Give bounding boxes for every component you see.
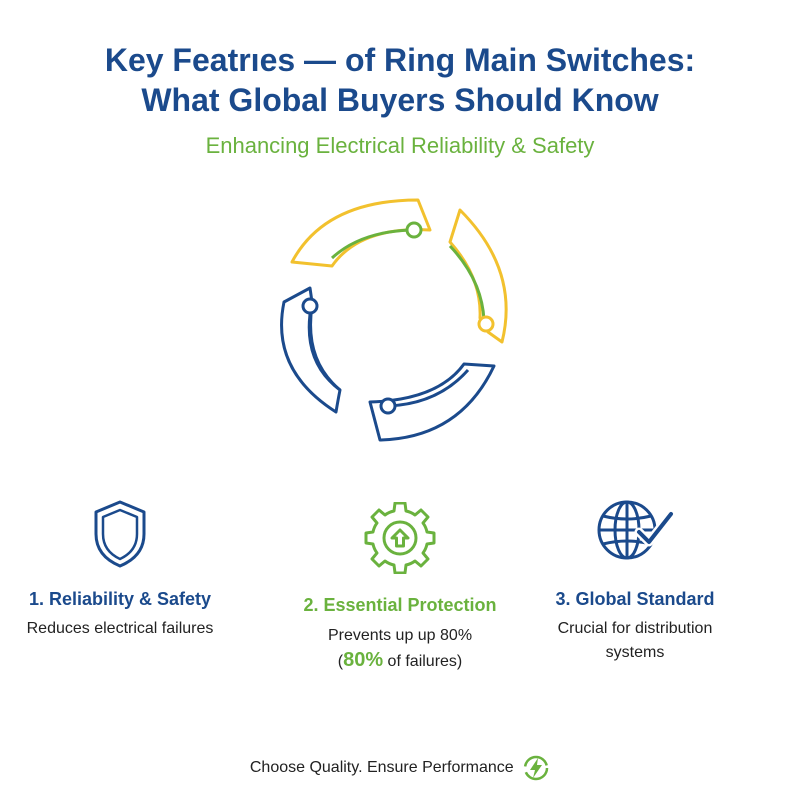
feature-reliability-safety: 1. Reliability & Safety Reduces electric… xyxy=(20,498,220,641)
cycle-arrow-bottom xyxy=(368,362,496,442)
cycle-arrow-left xyxy=(280,286,342,414)
feature-title: 2. Essential Protection xyxy=(303,595,497,615)
title-line-1: Key Featrıes — of Ring Main Switches: xyxy=(104,42,696,78)
feature-essential-protection: 2. Essential Protection Prevents up up 8… xyxy=(275,502,525,674)
footer-tagline: Choose Quality. Ensure Performance xyxy=(0,754,800,782)
feature-title: 3. Global Standard xyxy=(555,589,715,609)
cycle-arrows-graphic xyxy=(280,198,508,442)
feature-description-line1: Prevents up up 80% xyxy=(327,627,473,644)
footer-text: Choose Quality. Ensure Performance xyxy=(249,759,514,777)
cycle-arrow-right xyxy=(448,208,508,344)
shield-icon xyxy=(94,500,146,568)
feature-description: Crucial for distribution systems xyxy=(535,617,735,665)
feature-highlight-value: 80% xyxy=(343,649,384,671)
title-line-2: What Global Buyers Should Know xyxy=(141,82,659,118)
lightning-icon xyxy=(523,755,549,781)
feature-description: Prevents up up 80% (80% of failures) xyxy=(275,624,525,674)
feature-description: Reduces electrical failures xyxy=(26,620,214,637)
feature-global-standard: 3. Global Standard Crucial for distribut… xyxy=(535,496,735,665)
feature-description-line1: Crucial for distribution xyxy=(557,620,713,637)
page-title: Key Featrıes — of Ring Main Switches: Wh… xyxy=(0,40,800,120)
feature-description-pre: ( xyxy=(337,653,344,670)
globe-check-icon xyxy=(597,500,676,560)
feature-description-post: of failures) xyxy=(383,653,463,670)
gear-upload-icon xyxy=(364,502,436,574)
page-subtitle: Enhancing Electrical Reliability & Safet… xyxy=(205,133,595,158)
feature-description-line2: systems xyxy=(605,644,665,661)
cycle-arrow-top xyxy=(290,198,432,268)
feature-title: 1. Reliability & Safety xyxy=(28,589,212,609)
